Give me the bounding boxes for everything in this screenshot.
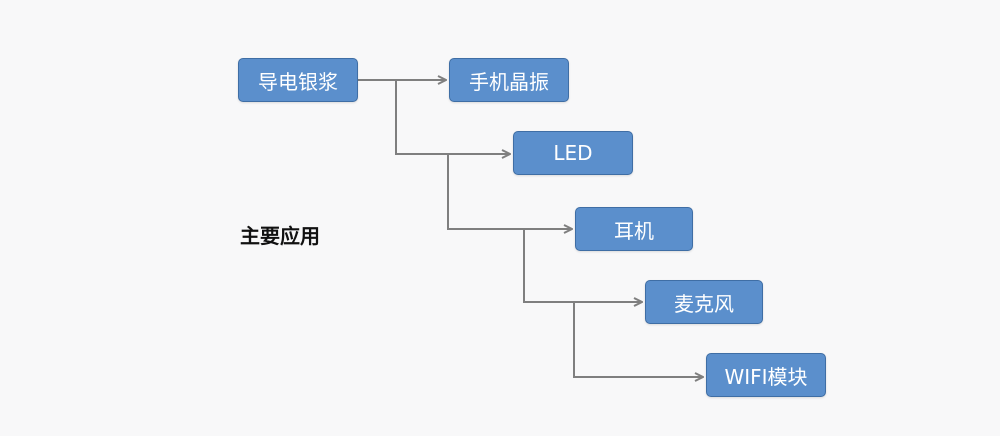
edge-to-app-2	[395, 80, 510, 154]
root-node-label: 导电银浆	[258, 69, 338, 94]
application-node: 耳机	[575, 207, 693, 251]
edge-to-app-3	[447, 154, 572, 229]
application-node-label: WIFI模块	[724, 364, 808, 389]
application-node: WIFI模块	[706, 353, 826, 397]
application-node: LED	[513, 131, 633, 175]
application-node-label: 耳机	[614, 218, 654, 243]
category-label: 主要应用	[240, 224, 320, 248]
application-node-label: LED	[553, 141, 593, 165]
edge-to-app-4	[523, 229, 642, 302]
edge-to-app-5	[573, 302, 703, 377]
application-node: 手机晶振	[449, 58, 569, 102]
application-node-label: 手机晶振	[469, 69, 549, 94]
application-node-label: 麦克风	[674, 291, 734, 316]
application-node: 麦克风	[645, 280, 763, 324]
root-node: 导电银浆	[238, 58, 358, 102]
